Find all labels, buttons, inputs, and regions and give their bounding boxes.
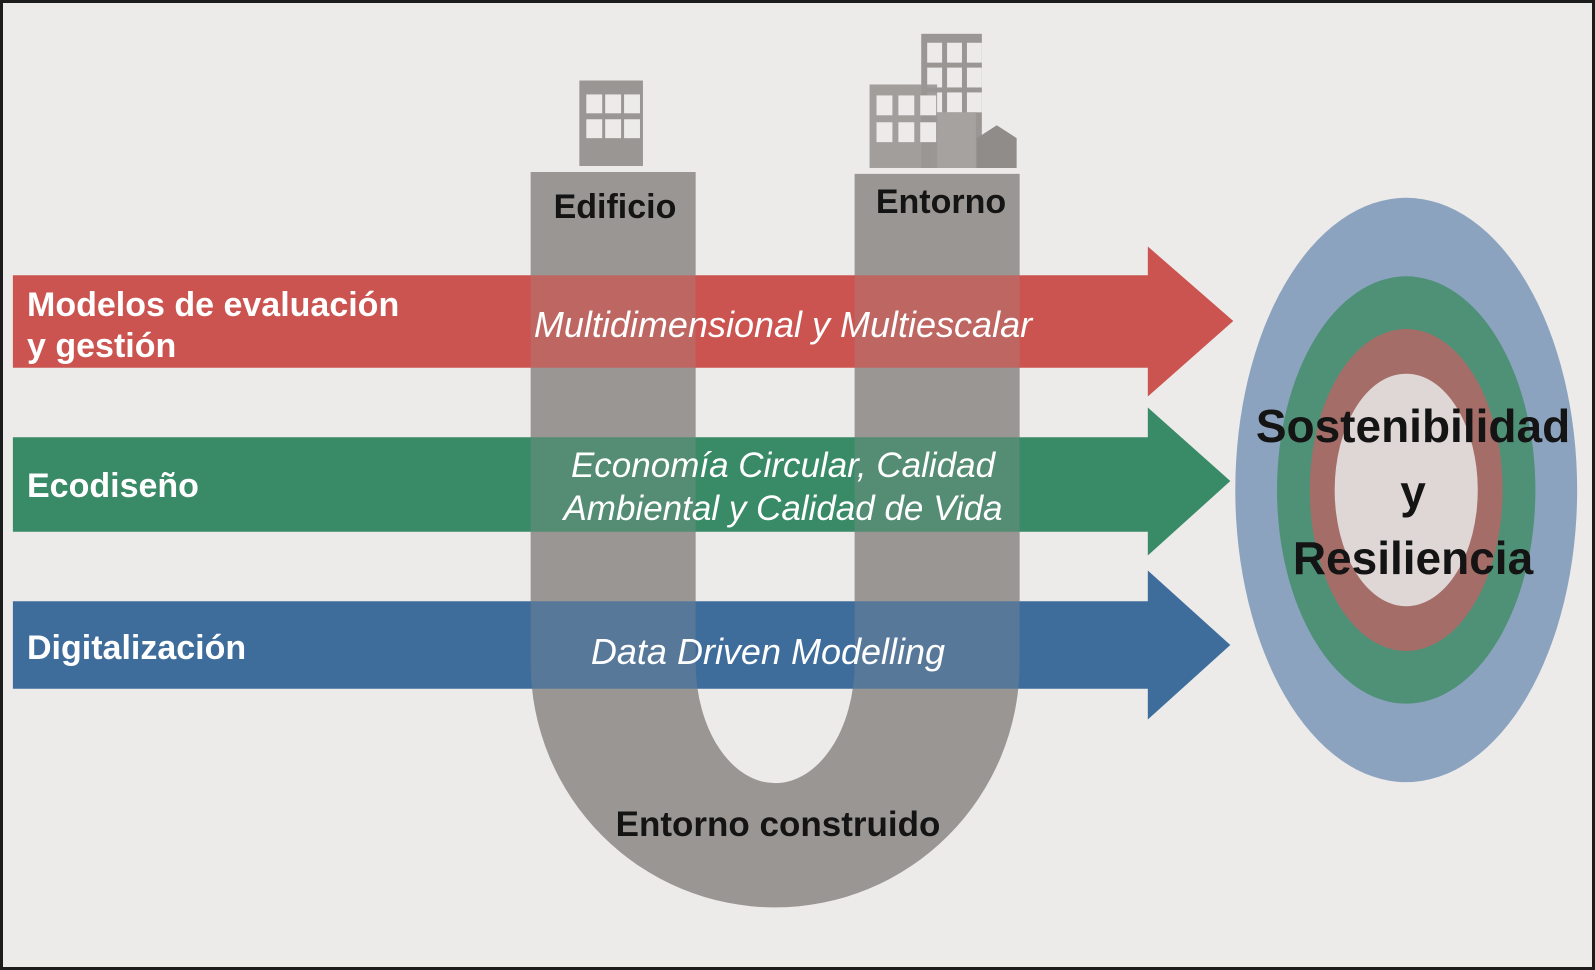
- target-rings: [1235, 197, 1578, 783]
- building-icon: [579, 80, 643, 166]
- arrow-note-ecodiseno: Economía Circular, Calidad Ambiental y C…: [563, 446, 1003, 528]
- arrow-label-ecodiseno: Ecodiseño: [27, 467, 199, 505]
- arrow-note-digitalizacion: Data Driven Modelling: [590, 631, 946, 672]
- house-icon: [976, 125, 1017, 168]
- pillar-label-edificio: Edificio: [553, 188, 677, 226]
- city-buildings-icon: [869, 33, 1017, 168]
- target-title: Sostenibilidad y Resiliencia: [1255, 400, 1571, 584]
- arrow-note-evaluacion: Multidimensional y Multiescalar: [533, 304, 1033, 345]
- ring-core: [1334, 373, 1478, 607]
- arrow-label-digitalizacion: Digitalización: [27, 629, 247, 667]
- diagram-graphics: [12, 33, 1578, 908]
- arrow-label-evaluacion: Modelos de evaluación y gestión: [27, 286, 400, 365]
- pillar-label-entorno: Entorno: [875, 183, 1007, 221]
- u-bottom-label: Entorno construido: [615, 805, 941, 844]
